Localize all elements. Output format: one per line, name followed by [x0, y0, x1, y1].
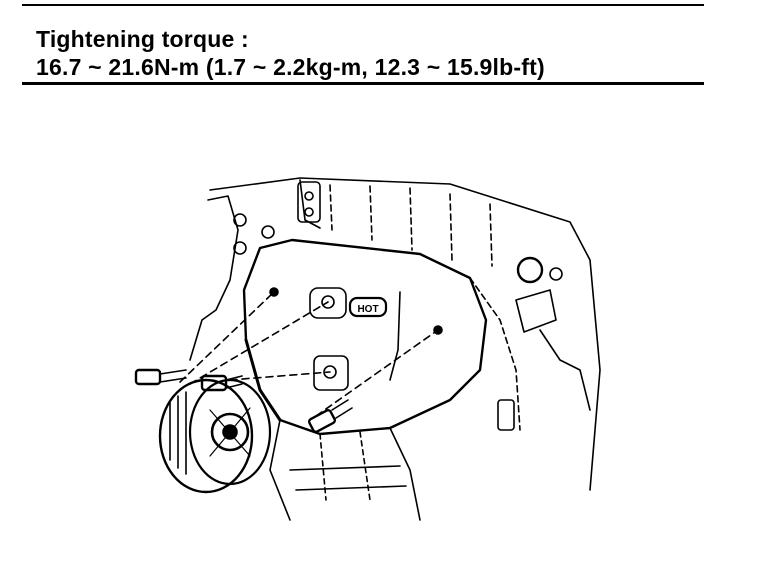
- torque-value: 16.7 ~ 21.6N-m (1.7 ~ 2.2kg-m, 12.3 ~ 15…: [36, 54, 545, 80]
- left-bracket: [189, 195, 239, 361]
- top-rule: [22, 4, 704, 6]
- bolt-3: [307, 399, 353, 433]
- right-small-bolt: [549, 267, 563, 281]
- alternator: [158, 378, 272, 494]
- bolt-top-left: [233, 213, 247, 227]
- plate-edge-shadow: [244, 338, 282, 422]
- bolt-left: [233, 241, 247, 255]
- bracket-top: [299, 179, 321, 229]
- exhaust-manifold-outline: [269, 419, 421, 521]
- bolt-guide-top-left: [179, 291, 275, 383]
- plate-rib: [389, 291, 401, 381]
- upper-pocket-bolt: [321, 295, 335, 309]
- lifting-hook: [297, 181, 321, 223]
- bolt-guide-right: [315, 329, 439, 417]
- cylinder-head-lines: [329, 184, 493, 267]
- hook-hole: [304, 191, 314, 201]
- heat-protector-diagram: HOT: [120, 170, 610, 530]
- right-stud: [497, 399, 515, 431]
- torque-heading: Tightening torque :: [36, 26, 249, 52]
- bolt-1: [134, 368, 187, 386]
- manifold-ribs: [289, 465, 407, 491]
- upper-bolt-pocket: [309, 287, 347, 319]
- right-bolt-boss: [516, 256, 544, 284]
- hook-hole-lower: [304, 207, 314, 217]
- engine-block-outline: [209, 177, 601, 491]
- right-hidden-lines: [469, 277, 521, 431]
- hot-label-frame: [348, 296, 388, 318]
- right-pipe: [539, 329, 591, 411]
- hot-label: HOT: [357, 304, 378, 315]
- bolt-guide-lower: [229, 371, 331, 381]
- lower-pocket-bolt: [323, 365, 337, 379]
- heat-protector-plate: [242, 238, 488, 436]
- bottom-rule: [22, 82, 704, 85]
- right-bracket: [515, 289, 557, 333]
- engine-line-drawing: HOT: [134, 177, 601, 521]
- manifold-runner-lines: [319, 431, 371, 501]
- bolt-left-mid: [261, 225, 275, 239]
- bolt-guide-upper: [189, 301, 329, 385]
- torque-spec-box: Tightening torque : 16.7 ~ 21.6N-m (1.7 …: [22, 4, 704, 96]
